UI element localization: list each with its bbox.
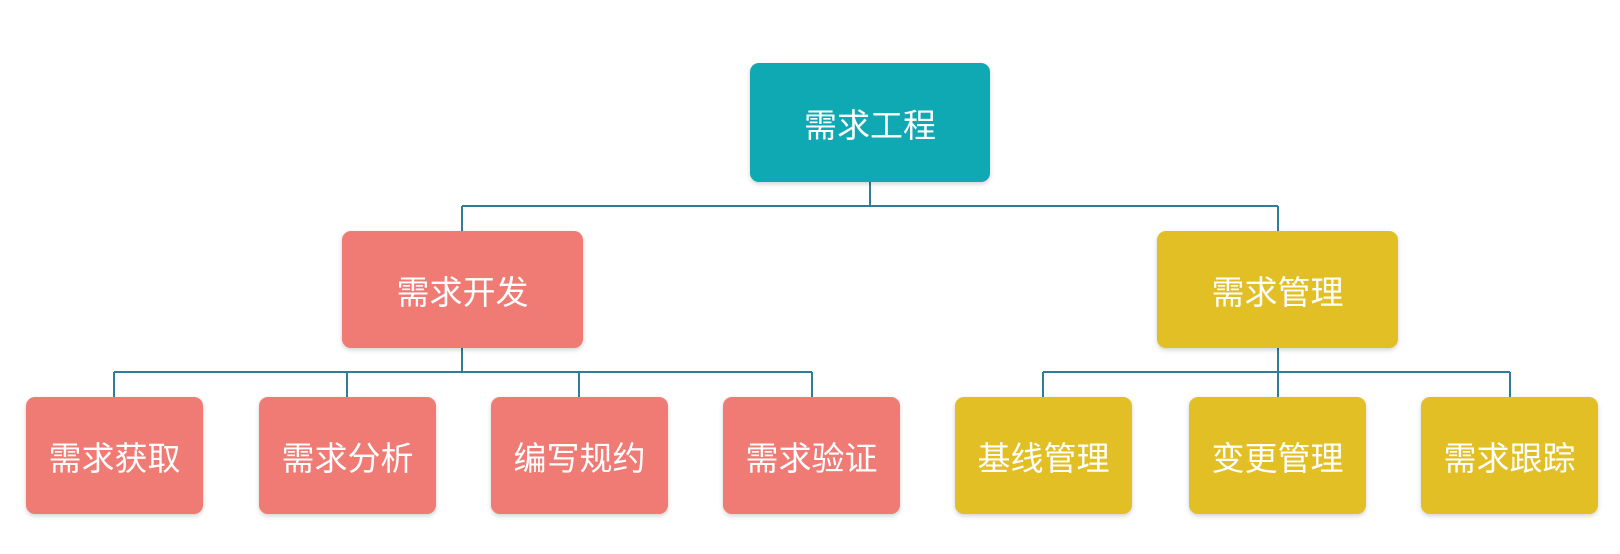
leaf-label: 需求跟踪 (1443, 438, 1576, 478)
development-node-label: 需求开发 (396, 272, 529, 312)
management-node-label: 需求管理 (1211, 272, 1344, 312)
baseline-management-node: 基线管理 (955, 397, 1132, 514)
leaf-label: 需求验证 (745, 438, 878, 478)
leaf-label: 变更管理 (1211, 438, 1344, 478)
root-node-label: 需求工程 (804, 105, 936, 145)
root-node: 需求工程 (750, 63, 990, 182)
leaf-label: 编写规约 (513, 438, 646, 478)
development-node: 需求开发 (342, 231, 583, 348)
requirement-analysis-node: 需求分析 (259, 397, 436, 514)
leaf-label: 基线管理 (977, 438, 1110, 478)
management-node: 需求管理 (1157, 231, 1398, 348)
change-management-node: 变更管理 (1189, 397, 1366, 514)
requirement-validation-node: 需求验证 (723, 397, 900, 514)
specification-writing-node: 编写规约 (491, 397, 668, 514)
leaf-label: 需求获取 (48, 438, 181, 478)
requirement-elicitation-node: 需求获取 (26, 397, 203, 514)
leaf-label: 需求分析 (281, 438, 414, 478)
requirement-tracking-node: 需求跟踪 (1421, 397, 1598, 514)
